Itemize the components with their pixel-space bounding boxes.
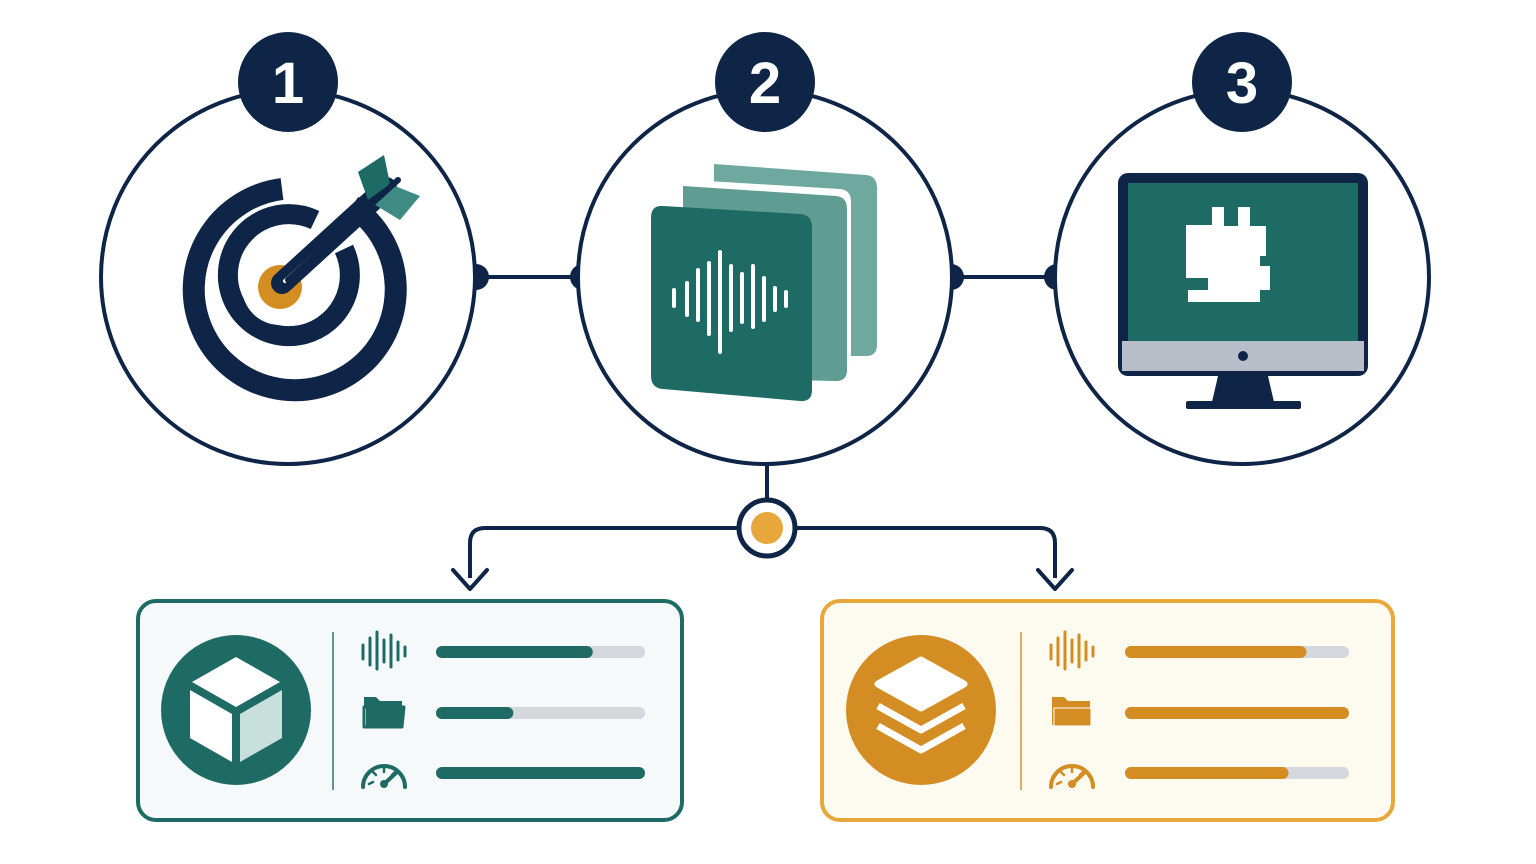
step-1: 1 bbox=[99, 32, 477, 466]
step-number: 1 bbox=[272, 51, 304, 116]
panel-icon-badge bbox=[161, 635, 311, 785]
arrow-down-icon bbox=[1036, 568, 1074, 591]
monitor-plugin-icon bbox=[1118, 173, 1368, 409]
progress-bar-speed bbox=[436, 767, 645, 779]
step-number: 2 bbox=[749, 51, 781, 116]
step-3: 3 bbox=[1053, 32, 1431, 466]
progress-bar-waveform bbox=[1125, 646, 1307, 658]
layers-icon bbox=[874, 656, 968, 754]
branch-connector bbox=[451, 466, 1074, 591]
step-number-badge bbox=[715, 32, 815, 132]
progress-bar-waveform bbox=[436, 646, 593, 658]
branch-node-dot bbox=[751, 512, 783, 544]
progress-bar-speed bbox=[1125, 767, 1289, 779]
progress-bar-folder bbox=[436, 707, 514, 719]
audio-files-icon bbox=[651, 164, 877, 402]
step-2: 2 bbox=[576, 32, 954, 466]
output-panel-left bbox=[136, 599, 684, 822]
folder-icon bbox=[362, 697, 406, 729]
step-number-badge bbox=[238, 32, 338, 132]
waveform-icon bbox=[1049, 630, 1095, 671]
progress-bars bbox=[436, 646, 645, 779]
target-arrow-icon bbox=[182, 155, 420, 402]
arrow-down-icon bbox=[451, 568, 489, 591]
folder-icon bbox=[1052, 697, 1092, 727]
step-number-badge bbox=[1192, 32, 1292, 132]
cube-icon bbox=[190, 657, 282, 762]
progress-bars bbox=[1125, 646, 1349, 779]
step-number: 3 bbox=[1226, 51, 1258, 116]
speedometer-icon bbox=[361, 764, 407, 789]
progress-bar-folder bbox=[1125, 707, 1349, 719]
speedometer-icon bbox=[1049, 764, 1095, 789]
waveform-icon bbox=[361, 630, 407, 671]
output-panel-right bbox=[820, 599, 1395, 822]
